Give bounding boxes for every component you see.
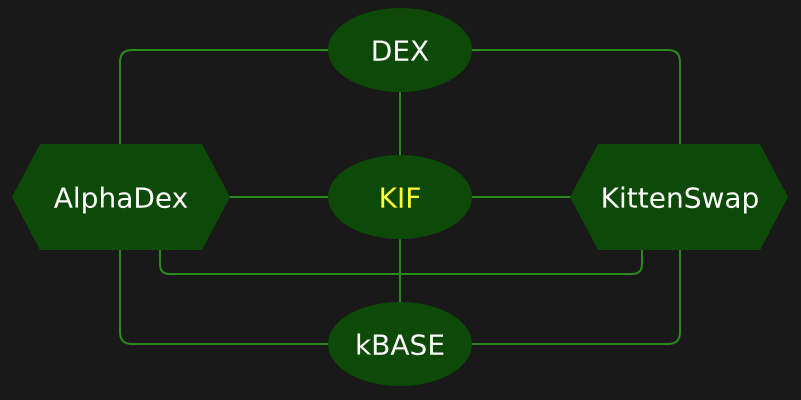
node-kif[interactable]: KIF — [328, 155, 472, 239]
node-alphadex-shape — [12, 144, 230, 250]
edge-alphadex-kbase — [119, 249, 331, 345]
node-dex-label: DEX — [371, 35, 429, 68]
node-kif-label: KIF — [379, 182, 422, 215]
node-kbase-shape — [328, 302, 472, 386]
node-dex-shape — [328, 8, 472, 92]
edge-alphadex-kittenswap — [159, 249, 643, 275]
node-kif-shape — [328, 155, 472, 239]
edge-dex-alphadex — [119, 49, 331, 146]
edge-dex-kittenswap — [471, 49, 681, 146]
node-kittenswap-label: KittenSwap — [601, 182, 760, 215]
node-alphadex-label: AlphaDex — [54, 182, 188, 215]
node-alphadex[interactable]: AlphaDex — [12, 144, 230, 250]
node-kittenswap-shape — [570, 144, 788, 250]
edge-kittenswap-kbase — [471, 249, 681, 345]
node-kbase[interactable]: kBASE — [328, 302, 472, 386]
node-dex[interactable]: DEX — [328, 8, 472, 92]
node-kbase-label: kBASE — [355, 329, 445, 362]
node-kittenswap[interactable]: KittenSwap — [570, 144, 788, 250]
edges — [119, 49, 681, 345]
